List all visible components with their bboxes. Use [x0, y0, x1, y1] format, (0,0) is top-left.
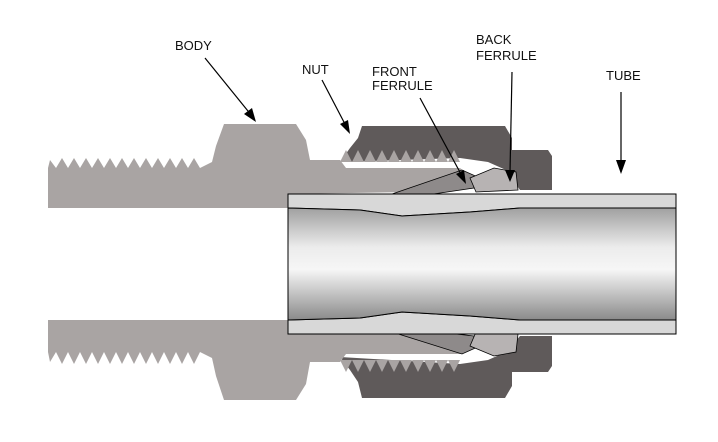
nut-arrowhead	[340, 120, 350, 134]
tube-arrowhead	[616, 160, 626, 174]
leader-lines	[204, 57, 626, 184]
nut-thread-upper	[340, 150, 460, 162]
back-ferrule	[469, 167, 519, 357]
back-ferrule-lower	[469, 331, 519, 357]
nut	[340, 126, 552, 398]
body-upper	[48, 124, 470, 208]
back-ferrule-upper	[469, 167, 519, 193]
label-back-ferrule-line1: BACK	[476, 32, 512, 47]
nut-leader	[321, 79, 347, 127]
tube-bore	[287, 207, 677, 321]
front-ferrule-arrowhead	[456, 170, 466, 184]
body	[48, 124, 470, 400]
label-back-ferrule-line2: FERRULE	[476, 48, 537, 63]
nut-thread-lower	[340, 360, 460, 372]
label-front-ferrule-line1: FRONT	[372, 64, 417, 79]
label-tube: TUBE	[606, 68, 641, 83]
body-leader	[204, 57, 253, 117]
label-nut: NUT	[302, 62, 329, 77]
body-arrowhead	[244, 108, 256, 122]
front-ferrule-leader	[419, 97, 463, 177]
label-body: BODY	[175, 38, 212, 53]
body-lower	[48, 320, 470, 400]
back-ferrule-arrowhead	[505, 170, 515, 182]
nut-lower	[340, 336, 552, 398]
label-front-ferrule-line2: FERRULE	[372, 78, 433, 93]
back-ferrule-leader	[509, 71, 513, 173]
tube	[287, 193, 677, 335]
